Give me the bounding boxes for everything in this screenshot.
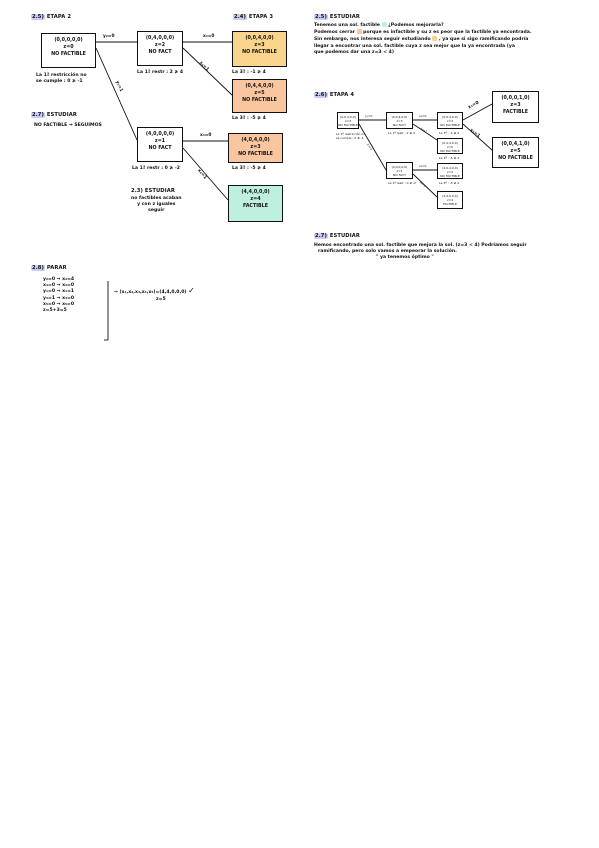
right-paragraph: Tenemos una sol. factible ¿Podemos mejor…: [314, 22, 584, 56]
section-number: 2.8): [31, 265, 45, 271]
node-f-factible: (4,4,0,0,0) z=4 FACTIBLE: [228, 185, 283, 222]
section-2-4-header: 2.4) ETAPA 3: [233, 14, 273, 20]
mini-node-c: (0,0,4,0,0) z=3 NO FACTIBLE: [437, 112, 463, 129]
check-icon: ✓: [188, 286, 195, 295]
edge-label-x4-0: x₄=0: [203, 34, 215, 39]
section-number: 2.5): [314, 14, 328, 20]
node-e-note: La 3ª : -5 ≱ 4: [232, 166, 266, 171]
conclusion-line-2: ramificando, pero solo vamos a empeorar …: [318, 249, 457, 255]
edge-label-x4-0b: x₄=0: [200, 133, 212, 138]
section-2-7-header: 2.7) ESTUDIAR: [31, 112, 77, 118]
stop-list: y₂=0 → x₂=4 x₄=0 → x₄=0 y₁=0 → x₁=1 y₃=1…: [43, 277, 74, 314]
mini-node-a-note: La 1ª restr : 2 ≱ 4: [388, 131, 415, 135]
node-a-note: La 1ª restr : 2 ≱ 4: [137, 70, 184, 75]
root-node: (0,0,0,0,0) z=0 NO FACTIBLE: [41, 33, 96, 68]
right-section-2-5-header: 2.5) ESTUDIAR: [314, 14, 360, 20]
yellow-square-icon: [432, 36, 438, 42]
section-2-3-header: 2.3) ESTUDIAR: [131, 188, 175, 194]
node-b-note: La 1ª restr : 0 ≱ -2: [132, 166, 180, 171]
result-z: z=5: [156, 297, 166, 302]
paragraph-line-1: Tenemos una sol. factible ¿Podemos mejor…: [314, 22, 444, 28]
root-note: La 1ª restricción no se cumple : 0 ≱ -1: [36, 73, 87, 85]
mini-node-e: (4,0,4,0,0) z=3 NO FACTIBLE: [437, 163, 463, 179]
paragraph-line-2: Podemos cerrar porque es infactible y su…: [314, 29, 532, 36]
node-b: (4,0,0,0,0) z=1 NO FACT: [137, 127, 183, 162]
section-number: 2.5): [31, 14, 45, 20]
section-title: ESTUDIAR: [46, 112, 77, 118]
mini-node-e-note: La 3ª : -5 ≱ 4: [439, 181, 460, 185]
stop-line: y₃=1 → x₃=0: [43, 295, 75, 301]
mini-node-a: (0,0,4,0,0) z=3 NO FACT: [386, 112, 413, 129]
section-number: 2.6): [314, 92, 328, 98]
node-vector: (0,0,0,0,0): [54, 38, 83, 43]
section-2-3-note: no factibles acaban y con z iguales segu…: [131, 196, 182, 214]
stop-line: x₄=0 → x₄=0: [43, 283, 75, 289]
edge-label-y2-0: y₂=0: [103, 34, 115, 39]
section-number: 2.4): [233, 14, 247, 20]
node-d: (0,4,4,0,0) z=5 NO FACTIBLE: [232, 79, 287, 113]
mini-node-d-note: La 3ª : -5 ≱ 4: [439, 156, 460, 160]
orange-square-icon: [356, 29, 362, 35]
node-h: (0,0,4,1,0) z=5 NO FACTIBLE: [492, 137, 539, 168]
mini-edge-label: x₄=0: [419, 114, 427, 118]
section-title: ESTUDIAR: [329, 14, 360, 20]
stop-line: x₅=0 → x₅=0: [43, 301, 75, 307]
section-2-5-header: 2.5) ETAPA 2: [31, 14, 71, 20]
mini-node-b: (4,0,0,0,0) z=1 NO FACT: [386, 162, 413, 179]
green-square-icon: [381, 22, 387, 27]
section-title: ETAPA 3: [248, 14, 274, 20]
section-2-6-header: 2.6) ETAPA 4: [314, 92, 354, 98]
node-a: (0,4,0,0,0) z=2 NO FACT: [137, 31, 183, 66]
node-c: (0,0,4,0,0) z=3 NO FACTIBLE: [232, 31, 287, 67]
section-number: 2.3): [131, 188, 143, 194]
section-2-8-header: 2.8) PARAR: [31, 265, 67, 271]
stop-line: y₂=0 → x₂=4: [43, 277, 75, 282]
section-number: 2.7): [314, 233, 328, 239]
section-title: ETAPA 4: [329, 92, 355, 98]
result: ⇒ (x₁,x₂,x₃,x₄,x₅)=(4,4,0,0,0) ✓: [114, 286, 195, 296]
section-number: 2.7): [31, 112, 45, 118]
stop-line: z=5+3=5: [43, 308, 67, 314]
node-g-factible: (0,0,0,1,0) z=3 FACTIBLE: [492, 91, 539, 123]
node-c-note: La 3ª : -1 ≱ 4: [232, 70, 266, 75]
node-z: z=0: [63, 45, 74, 50]
conclusion-line-1: Hemos encontrado una sol. factible que m…: [314, 243, 527, 248]
result-vector: ⇒ (x₁,x₂,x₃,x₄,x₅)=(4,4,0,0,0): [114, 290, 187, 295]
paragraph-line-5: que podemos dar una z=3 < 4): [314, 49, 394, 55]
section-title: ETAPA 2: [46, 14, 72, 20]
node-e: (4,0,4,0,0) z=3 NO FACTIBLE: [228, 133, 283, 163]
mini-node-b-note: La 1ª restr : 0 ≱ -2: [388, 181, 416, 185]
mini-edge-label: y₂=0: [365, 114, 373, 118]
mini-node-f: (4,4,0,0,0) z=4 FACTIBLE: [437, 191, 463, 209]
conclusion-line-3: " ya tenemos óptimo ": [376, 255, 434, 261]
section-title: ESTUDIAR: [329, 233, 360, 239]
stop-line: y₁=0 → x₁=1: [43, 289, 75, 295]
mini-edge-label: x₄=0: [419, 164, 427, 168]
node-d-note: La 3ª : -5 ≱ 4: [232, 116, 266, 121]
mini-node-d: (0,4,4,0,0) z=5 NO FACTIBLE: [437, 138, 463, 154]
section-title: ESTUDIAR: [144, 188, 175, 194]
right-section-2-7-header: 2.7) ESTUDIAR: [314, 233, 360, 239]
node-status: NO FACTIBLE: [51, 52, 86, 57]
paragraph-line-4: llegar a encontrar una sol. factible cuy…: [314, 43, 515, 49]
conclusion: Hemos encontrado una sol. factible que m…: [314, 243, 527, 262]
section-title: PARAR: [46, 265, 67, 271]
section-2-7-note: NO FACTIBLE → SEGUIMOS: [34, 123, 102, 128]
paragraph-line-3: Sin embargo, nos interesa seguir estudia…: [314, 36, 529, 43]
mini-node-c-note: La 3ª : -1 ≱ 4: [439, 131, 460, 135]
mini-node-root-note: La 1ª restricción no se cumple : 0 ≱ -1: [336, 132, 366, 140]
mini-node-root: (0,0,4,0,0) z=3 NO FACTIBLE: [337, 112, 359, 129]
